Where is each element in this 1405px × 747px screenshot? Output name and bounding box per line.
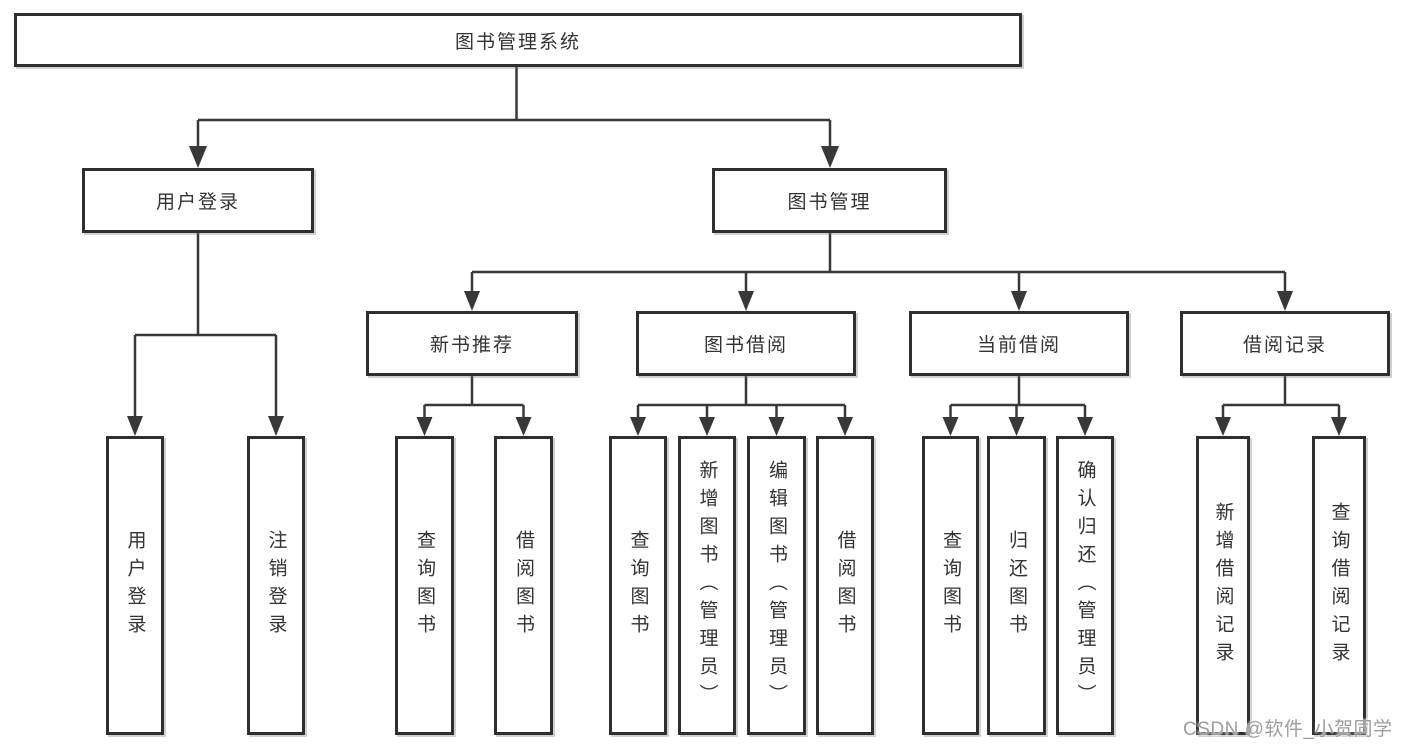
node-borrow-records: 借阅记录	[1180, 311, 1390, 376]
leaf-edit-books-admin: 编辑图书（管理员）	[747, 436, 806, 735]
connector-borrow-records-to-leaves	[1215, 376, 1347, 436]
node-root: 图书管理系统	[14, 13, 1022, 67]
connector-user-login-to-leaves	[127, 233, 284, 436]
connector-root-to-level2	[189, 67, 839, 168]
watermark: CSDN @软件_小贺同学	[1183, 719, 1393, 740]
leaf-add-borrow-record: 新增借阅记录	[1196, 436, 1250, 735]
leaf-logout: 注销登录	[247, 436, 305, 735]
connector-current-borrow-to-leaves	[942, 376, 1093, 436]
connector-new-book-recommend-to-leaves	[416, 376, 532, 436]
node-user-login: 用户登录	[82, 168, 314, 233]
leaf-borrow-books: 借阅图书	[816, 436, 874, 735]
node-book-borrow: 图书借阅	[636, 311, 856, 376]
leaf-query-books-borrow: 查询图书	[609, 436, 667, 735]
connector-book-borrow-to-leaves	[630, 376, 853, 436]
leaf-user-login: 用户登录	[106, 436, 164, 735]
connector-book-management-to-level3	[464, 233, 1293, 311]
leaf-confirm-return-admin: 确认归还（管理员）	[1056, 436, 1114, 735]
node-current-borrow: 当前借阅	[909, 311, 1129, 376]
leaf-return-books: 归还图书	[987, 436, 1046, 735]
leaf-add-books-admin: 新增图书（管理员）	[678, 436, 736, 735]
leaf-query-books-recommend: 查询图书	[395, 436, 454, 735]
leaf-query-books-current: 查询图书	[922, 436, 979, 735]
leaf-query-borrow-record: 查询借阅记录	[1312, 436, 1366, 735]
node-new-book-recommend: 新书推荐	[366, 311, 578, 376]
node-book-management: 图书管理	[712, 168, 947, 233]
leaf-borrow-books-recommend: 借阅图书	[494, 436, 553, 735]
